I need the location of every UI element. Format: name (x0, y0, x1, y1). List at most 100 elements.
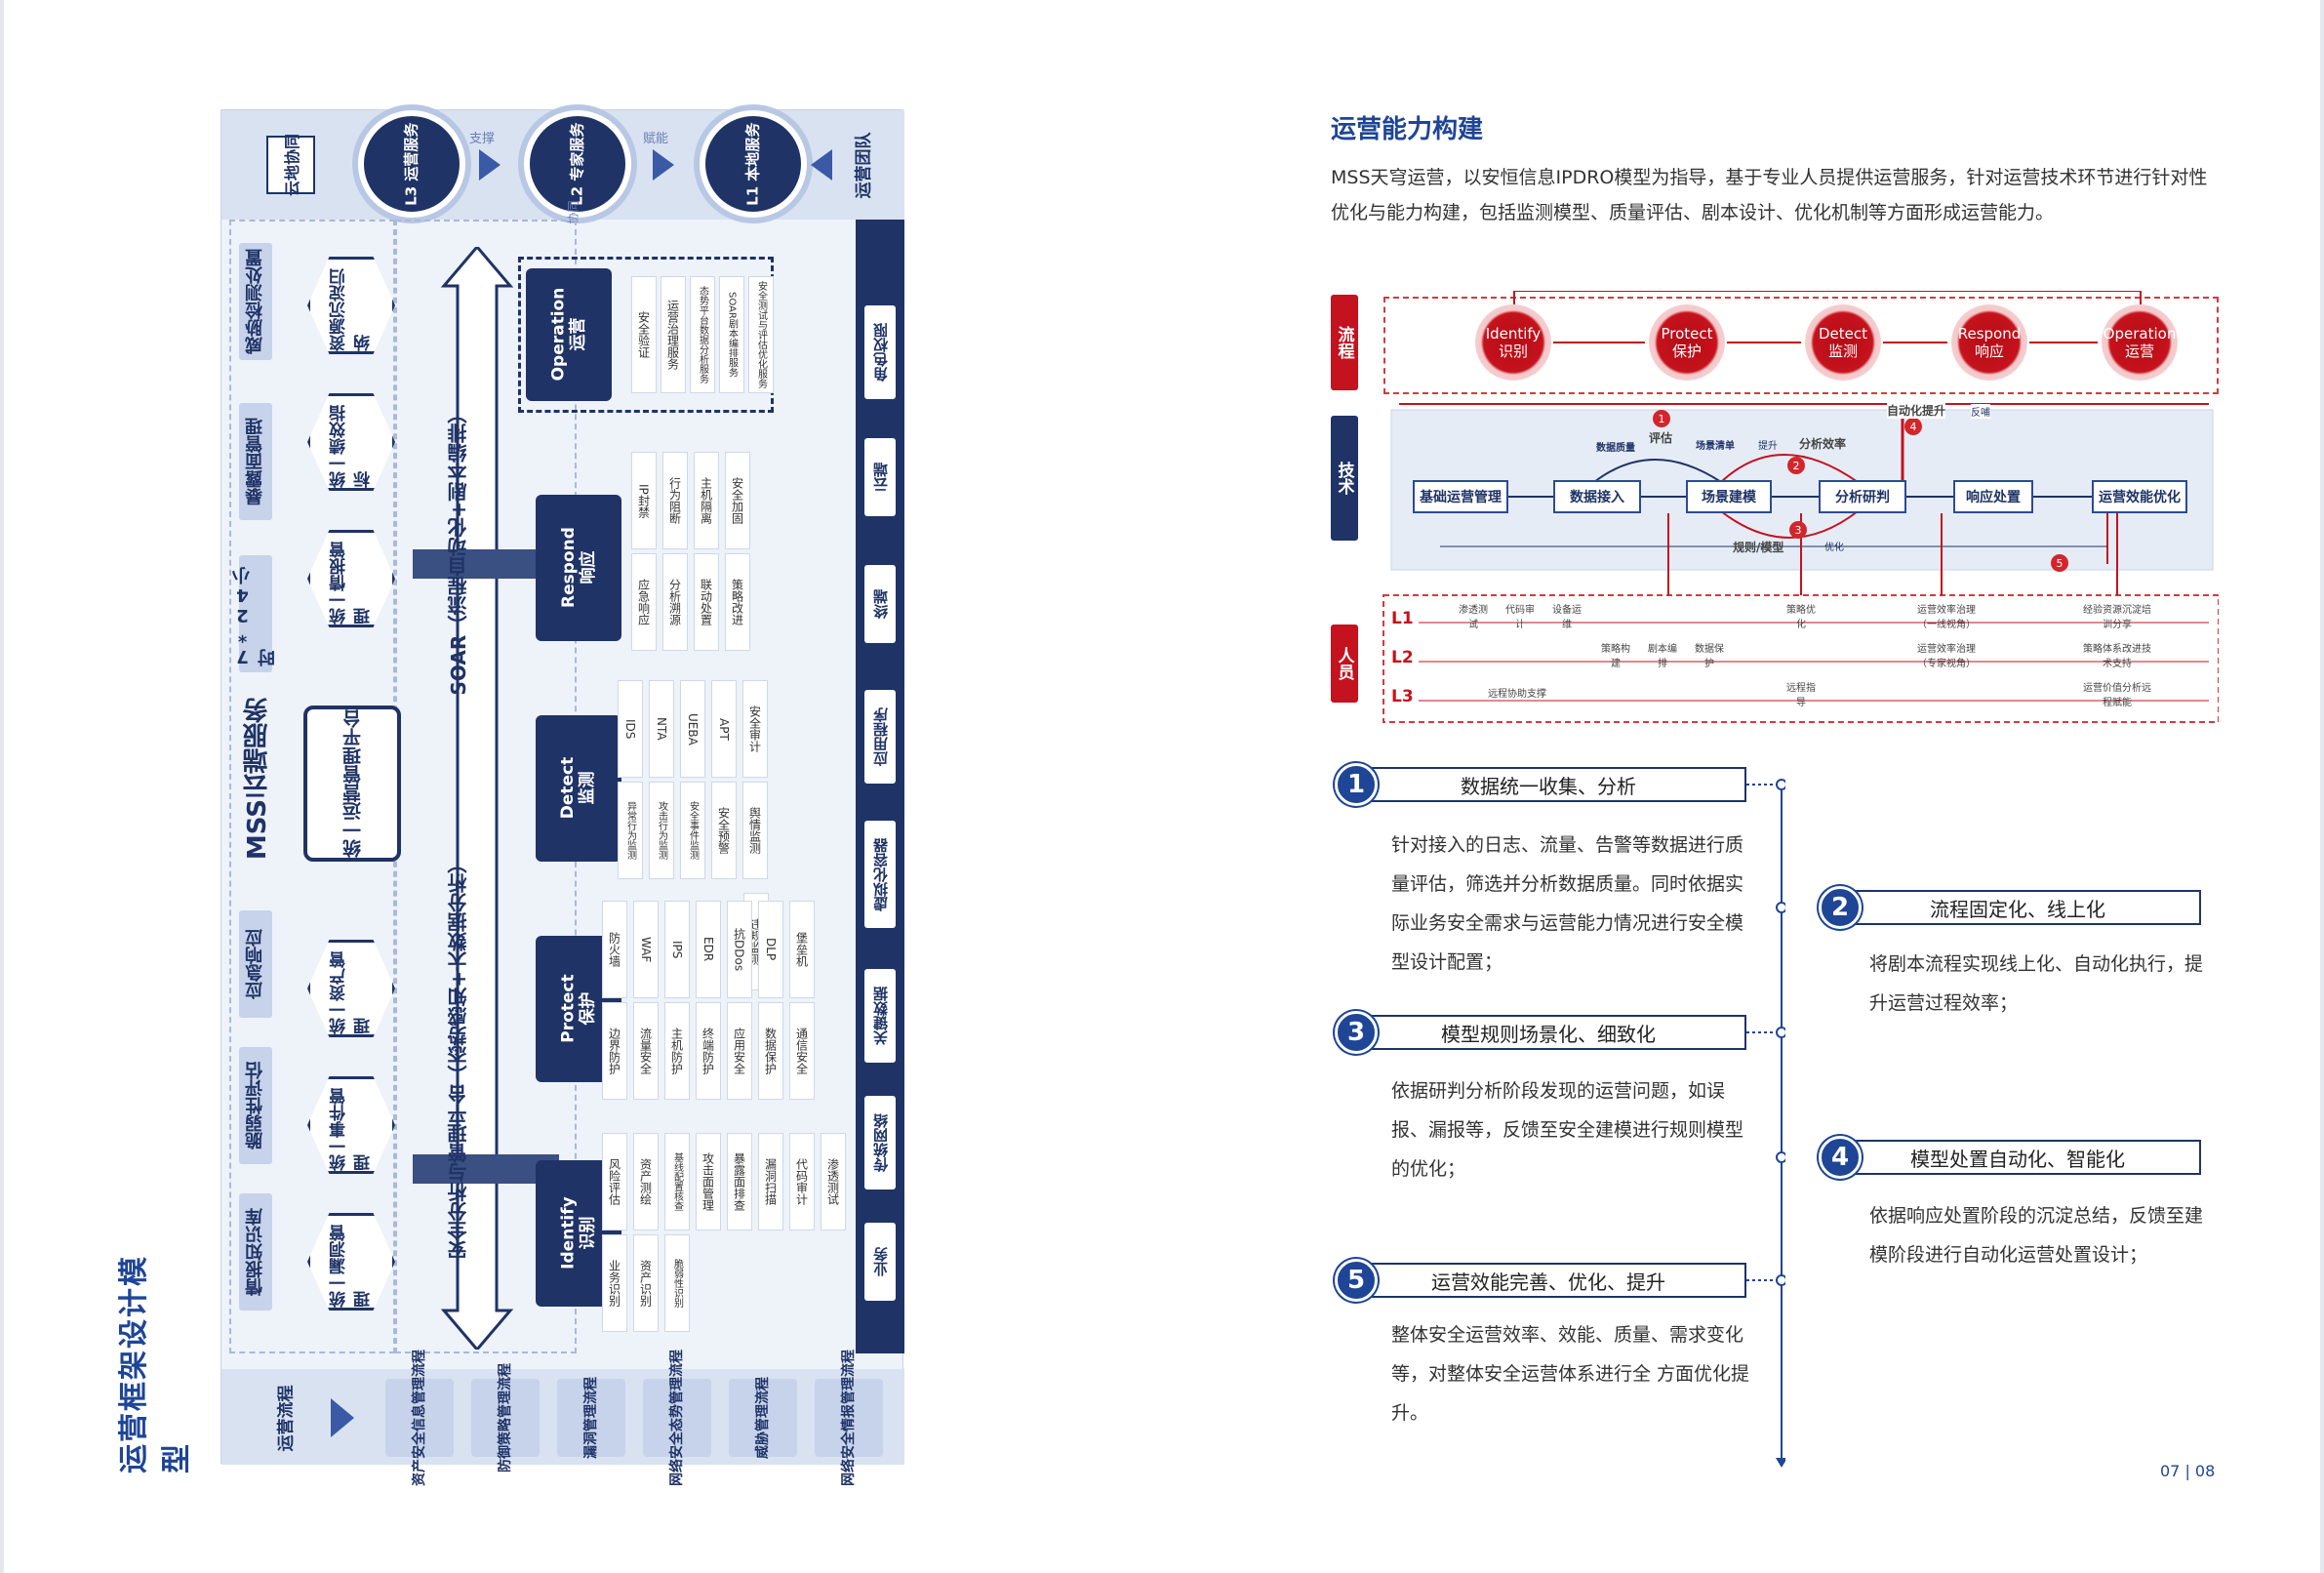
asset-network: 传统网络 (864, 1096, 896, 1190)
asset-role-permission: 角色权限 (864, 305, 896, 399)
row-label-process: 流程 (1331, 295, 1358, 390)
label-data-quality: 数据质量 (1596, 443, 1635, 454)
operation-team-label: 运营团队 (854, 132, 874, 198)
tag: 资产识别 (633, 1234, 659, 1332)
asset-container: 虚拟化容器 (864, 821, 896, 928)
tag: 数据保护 (758, 1002, 783, 1100)
node-data-access: 数据接入 (1553, 480, 1641, 513)
tag: EDR (696, 901, 721, 998)
step-3-title: 模型规则场景化、细致化 (1350, 1015, 1746, 1050)
tag: 主机隔离 (694, 452, 719, 549)
steps-timeline (1746, 779, 1785, 1468)
tag: 代码审计 (789, 1133, 815, 1230)
tag: 运营治理服务 (661, 276, 686, 393)
process-item: 资产安全信息管理流程 (385, 1350, 454, 1486)
tag: 漏洞扫描 (758, 1133, 783, 1230)
label-efficiency: 分析效率 (1799, 437, 1847, 451)
label-optimize: 优化 (1824, 543, 1844, 553)
tag: 攻击面管理 (696, 1133, 721, 1230)
step-4-title: 模型处置自动化、智能化 (1834, 1140, 2201, 1175)
step-2-text: 将剧本流程实现线上化、自动化执行，提升运营过程效率； (1869, 953, 2204, 1014)
tag: 防火墙 (602, 901, 627, 998)
service-exposure: 暴露面管理 (239, 403, 272, 520)
step-5-title: 运营效能完善、优化、提升 (1350, 1263, 1746, 1298)
operation-tags: 安全验证 运营治理服务 态势平台数据分析服务 SOAR剧本编排服务 安全测试与评… (631, 276, 774, 393)
tag: 应用安全 (727, 1002, 752, 1100)
people-item: 策略体系改进技术支持 (2083, 644, 2151, 669)
tag: 暴露面排查 (727, 1133, 752, 1230)
people-item: 策略构建 (1601, 644, 1630, 669)
tag: 联动处置 (694, 553, 719, 651)
right-page-title: 运营能力构建 (1331, 115, 1484, 144)
asset-application: 应用程序 (864, 690, 896, 784)
arrow-right-icon (653, 149, 674, 181)
arrow-right-icon (479, 149, 501, 181)
people-item: 代码审计 (1505, 605, 1535, 630)
page-left-edge (0, 0, 4, 1573)
process-item: 威胁管理流程 (729, 1377, 797, 1459)
tag: IPS (664, 901, 690, 998)
process-row (1383, 297, 2219, 394)
step-1-text: 针对接入的日志、流量、告警等数据进行质量评估，筛选并分析数据质量。同时依据实际业… (1391, 834, 1744, 973)
step-2-number: 2 (1819, 886, 1862, 929)
step-4-number: 4 (1819, 1136, 1862, 1179)
step-3-number: 3 (1335, 1011, 1378, 1054)
tag: 舆情监测 (742, 782, 768, 879)
page-right-edge (2320, 0, 2324, 1573)
service-vuln: 脆弱性评估 (239, 1047, 272, 1164)
service-threat-detection: 威胁检测处置 (239, 243, 272, 360)
tag: 态势平台数据分析服务 (690, 276, 715, 393)
process-item: 漏洞管理流程 (557, 1377, 625, 1459)
label-eval: 评估 (1649, 431, 1673, 445)
people-item: 运营效率治理（一线视角） (1917, 605, 1976, 630)
protect-tags: 防火墙 WAF IPS EDR 抗DDos DLP 堡垒机 边界防护 流量安全 … (602, 901, 815, 1100)
flow-step-2: 2 (1787, 457, 1805, 474)
cloud-ground-label: 云地协同 (266, 134, 315, 196)
hex-intel: 统一情报管理 (307, 530, 395, 627)
level-l3: L3 (1391, 687, 1414, 706)
flow-step-3: 3 (1789, 521, 1807, 539)
tag: 主机防护 (664, 1002, 690, 1100)
left-page-title: 运营框架设计模型 (117, 1255, 194, 1473)
label-feedback: 反哺 (1971, 404, 1990, 419)
page-number: 07 | 08 (2160, 1462, 2216, 1480)
arrow-right-icon (331, 1398, 354, 1437)
l2-circle: L2 专家服务 (524, 110, 631, 218)
service-247: 7*24小时 (232, 555, 278, 672)
people-item: 远程指导 (1786, 683, 1816, 708)
platform-arrows (413, 247, 559, 1350)
tag: 安全预警 (711, 782, 737, 879)
people-item: 经验资源沉淀培训分享 (2083, 605, 2151, 630)
tag: UEBA (680, 680, 705, 778)
label-lift: 提升 (1758, 441, 1778, 452)
unified-platform-box: 统一运营管理平台 (303, 706, 401, 862)
tag: APT (711, 680, 737, 778)
tag: 基线配置核查 (664, 1133, 690, 1230)
soar-label: SOAR（流程自动化+剧本编排） (446, 403, 470, 696)
tag: 攻击行为监测 (649, 782, 674, 879)
support-label: 支撑 (469, 132, 496, 146)
flow-step-5: 5 (2051, 554, 2068, 572)
node-analysis: 分析研判 (1819, 480, 1906, 513)
people-item: 运营效率治理（专家视角） (1917, 644, 1976, 669)
node-efficiency: 运营效能优化 (2092, 480, 2187, 513)
process-label: 运营流程 (276, 1385, 297, 1451)
tag: 安全测试与评估优化服务 (748, 276, 774, 393)
people-item: 策略优化 (1786, 605, 1816, 630)
tag: 风险评估 (602, 1133, 627, 1230)
asset-business: 业务 (864, 1223, 896, 1301)
node-response: 响应处置 (1953, 480, 2033, 513)
row-label-tech: 技术 (1331, 416, 1358, 541)
people-item: 远程协助支撑 (1488, 689, 1546, 700)
tag: 安全验证 (631, 276, 657, 393)
people-item: 设备运维 (1552, 605, 1582, 630)
intro-paragraph: MSS天穹运营，以安恒信息IPDRO模型为指导，基于专业人员提供运营服务，针对运… (1331, 167, 2208, 223)
tag: 分析溯源 (662, 553, 688, 651)
tag: 通信安全 (789, 1002, 815, 1100)
